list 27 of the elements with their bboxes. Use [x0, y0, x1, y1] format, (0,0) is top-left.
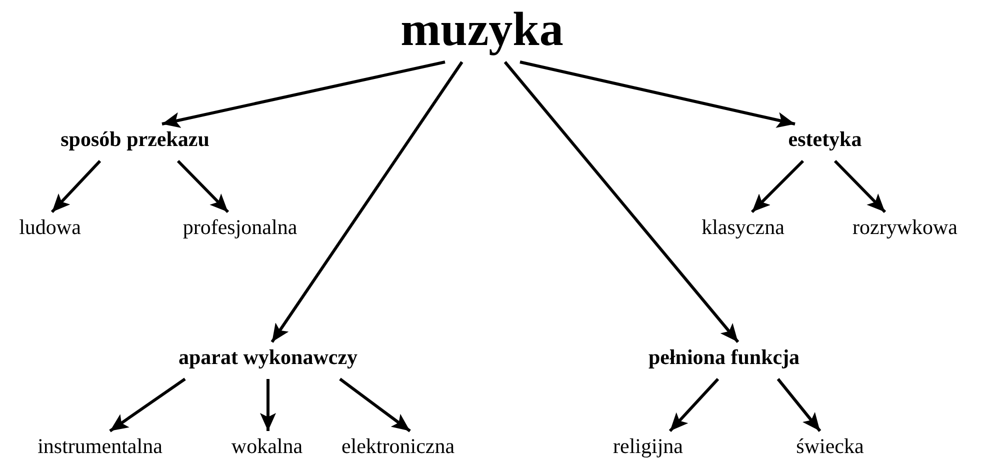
- arrow: [270, 61, 464, 343]
- category-label: pełniona funkcja: [648, 345, 800, 370]
- leaf-label: klasyczna: [702, 215, 784, 240]
- leaf-label: instrumentalna: [38, 434, 162, 459]
- arrow: [162, 60, 446, 128]
- arrow: [750, 160, 804, 214]
- arrow: [339, 378, 411, 432]
- leaf-label: wokalna: [231, 434, 303, 459]
- leaf-label: religijna: [613, 434, 683, 459]
- leaf-label: świecka: [796, 434, 864, 459]
- arrow: [520, 60, 796, 128]
- category-label: sposób przekazu: [60, 127, 210, 152]
- arrow: [109, 378, 186, 432]
- arrow: [776, 378, 822, 432]
- arrow: [50, 160, 102, 214]
- arrow: [176, 160, 230, 214]
- leaf-label: elektroniczna: [341, 434, 455, 459]
- category-label: estetyka: [788, 127, 862, 152]
- arrow: [834, 160, 886, 214]
- leaf-label: ludowa: [19, 215, 81, 240]
- arrow: [668, 378, 720, 432]
- leaf-label: profesjonalna: [182, 215, 298, 240]
- arrow: [504, 61, 740, 343]
- leaf-label: rozrywkowa: [852, 215, 958, 240]
- category-label: aparat wykonawczy: [178, 345, 358, 370]
- arrow: [260, 379, 276, 431]
- title-text: muzyka: [400, 1, 564, 59]
